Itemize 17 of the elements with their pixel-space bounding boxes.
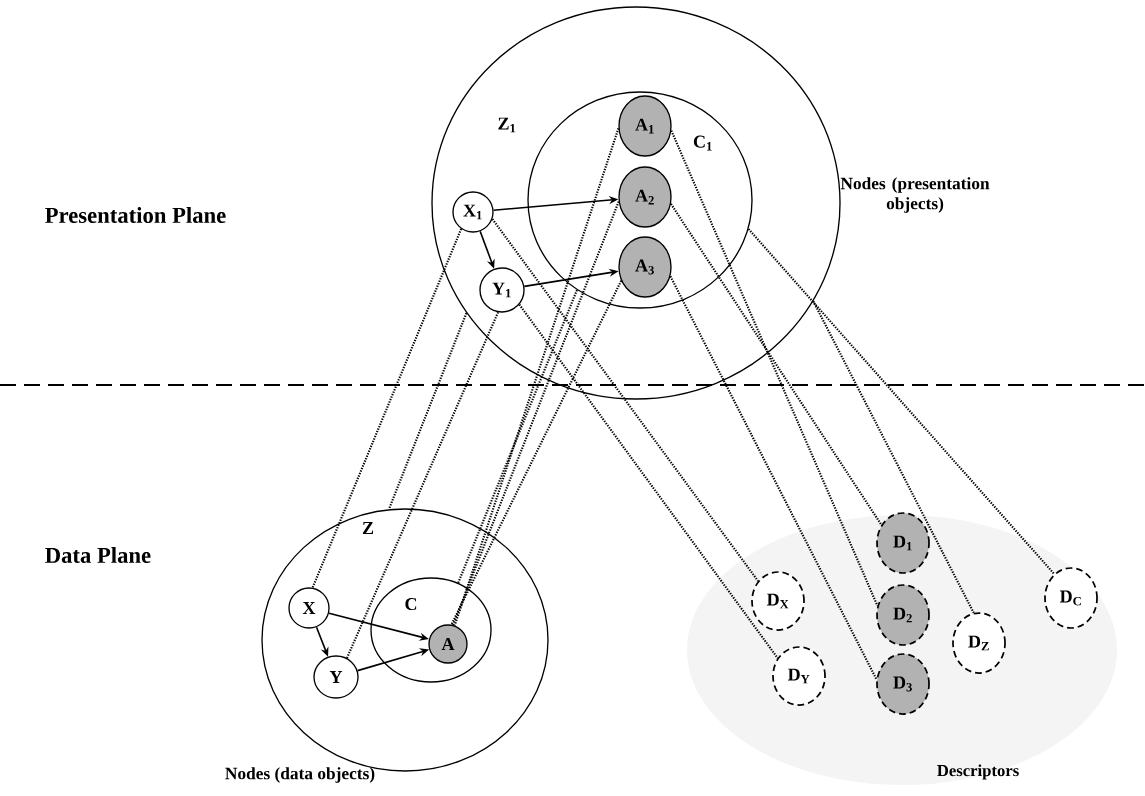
dotted-line bbox=[457, 289, 578, 584]
dotted-line bbox=[453, 128, 620, 626]
dotted-line bbox=[670, 203, 883, 526]
dotted-line bbox=[346, 311, 500, 659]
plane-label: Data Plane bbox=[45, 547, 151, 563]
plane-label: Presentation Plane bbox=[45, 207, 226, 223]
dotted-line bbox=[812, 300, 975, 614]
dotted-line bbox=[747, 228, 1055, 575]
dotted-line bbox=[452, 201, 620, 626]
caption-label: Nodes (presentation objects) bbox=[840, 177, 990, 213]
dotted-line bbox=[670, 130, 879, 607]
dotted-line bbox=[387, 312, 468, 510]
dotted-line bbox=[311, 228, 463, 589]
dotted-line bbox=[491, 218, 759, 582]
dotted-line bbox=[518, 303, 779, 659]
dotted-line bbox=[669, 275, 878, 680]
dotted-line bbox=[450, 280, 623, 626]
